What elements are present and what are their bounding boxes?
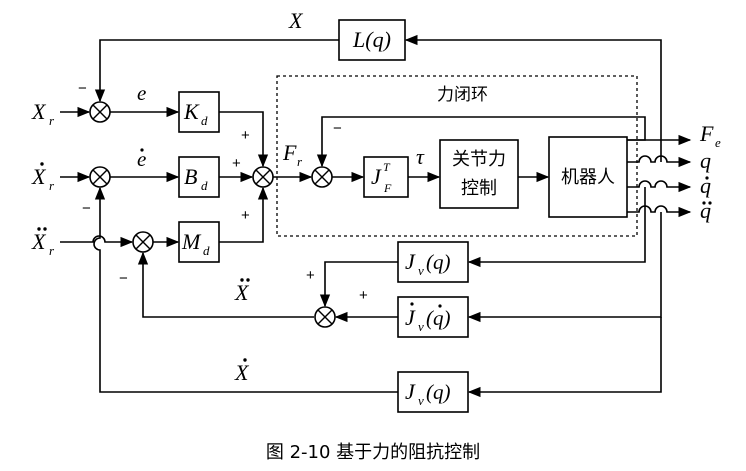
svg-text:q: q (700, 198, 711, 223)
Jv1-to-acc-sum (319, 261, 398, 308)
Md-block: M d (178, 221, 220, 263)
figure-caption: 图 2-10 基于力的阻抗控制 (266, 442, 480, 463)
svg-text:q: q (700, 173, 711, 198)
sign-plus-Kd: + (241, 127, 250, 144)
sign-minus-edot: − (82, 200, 91, 217)
acc-to-eddot-sum (137, 251, 314, 318)
label-Xr-ddot: X r (31, 227, 55, 258)
svg-text:v: v (418, 319, 424, 334)
sign-minus-eddot: − (119, 270, 128, 287)
svg-text:r: r (49, 113, 55, 128)
joint-force-control-block: 关节力 控制 (439, 139, 519, 209)
svg-text:r: r (297, 154, 303, 169)
sign-plus-acc-top: + (306, 267, 315, 284)
force-loop-title: 力闭环 (437, 85, 488, 105)
svg-text:X: X (31, 229, 47, 254)
svg-text:X: X (31, 99, 47, 124)
JF-block: J T F (363, 156, 409, 198)
svg-text:X: X (31, 164, 47, 189)
svg-text:关节力: 关节力 (452, 149, 506, 170)
svg-text:J: J (405, 305, 416, 330)
svg-text:L(q): L(q) (352, 27, 391, 52)
svg-text:机器人: 机器人 (561, 167, 615, 188)
Kd-to-sum (219, 111, 269, 168)
force-loop-region (276, 75, 638, 237)
svg-text:d: d (201, 178, 208, 193)
svg-text:(q): (q) (426, 380, 451, 404)
svg-text:K: K (183, 99, 200, 124)
Jv-block-1: J v (q) (397, 241, 469, 283)
svg-text:e: e (137, 147, 146, 171)
L-to-sum-e (94, 39, 339, 103)
svg-text:r: r (49, 243, 55, 258)
sum-junction-eddot (132, 231, 154, 253)
sum-junction-e (89, 101, 111, 123)
label-tau: τ (416, 144, 425, 169)
svg-text:控制: 控制 (461, 178, 497, 199)
svg-text:M: M (181, 229, 202, 254)
svg-text:(q): (q) (426, 250, 451, 274)
q-feedback-top (404, 34, 662, 162)
sum-junction-acc (314, 306, 336, 328)
svg-text:J: J (371, 164, 382, 189)
robot-block: 机器人 (548, 136, 628, 218)
q-dot-output (627, 180, 692, 193)
label-X-ddot-fb: X (234, 278, 250, 305)
sign-plus-Bd: + (232, 155, 241, 172)
Xr-ddot-arrow (60, 235, 134, 248)
sign-minus-force: − (333, 120, 342, 137)
svg-text:X: X (234, 280, 250, 305)
svg-text:T: T (383, 160, 391, 174)
label-Xr-dot: X r (31, 162, 55, 193)
svg-text:d: d (203, 243, 210, 258)
Bd-block: B d (178, 156, 220, 198)
qdot-to-Jvdot (467, 212, 662, 323)
label-Xr: X r (31, 99, 55, 128)
svg-text:v: v (418, 393, 424, 408)
svg-text:F: F (282, 140, 297, 165)
Kd-block: K d (178, 91, 220, 133)
Jv-block-2: J v (q) (397, 371, 469, 413)
svg-text:e: e (715, 135, 721, 150)
label-e-dot: e (137, 147, 146, 171)
label-q: q (700, 148, 711, 173)
q-to-Jv2 (467, 317, 662, 398)
svg-text:X: X (234, 360, 250, 385)
svg-text:F: F (383, 181, 392, 195)
svg-text:J: J (405, 379, 416, 404)
label-e: e (137, 81, 146, 105)
q-ddot-output (627, 205, 692, 218)
svg-text:r: r (49, 178, 55, 193)
sign-plus-acc-right: + (359, 287, 368, 304)
label-X-top: X (288, 8, 304, 33)
L-block: L(q) (338, 19, 406, 61)
label-X-dot-bottom: X (234, 358, 250, 385)
label-q-dot: q (700, 173, 711, 198)
Jv2-to-edot-sum (93, 186, 398, 393)
svg-text:B: B (184, 164, 197, 189)
svg-text:J: J (405, 249, 416, 274)
label-Fe: F e (699, 121, 721, 150)
q-output (627, 155, 692, 168)
Md-to-sum (219, 186, 269, 243)
q-to-Jv1 (467, 187, 646, 268)
sum-junction-force (311, 166, 333, 188)
sign-minus-e: − (78, 80, 87, 97)
sum-junction-edot (89, 166, 111, 188)
sum-junction-Fr (252, 166, 274, 188)
svg-text:(q): (q) (426, 306, 451, 330)
svg-text:d: d (201, 113, 208, 128)
label-Fr: F r (282, 140, 303, 169)
svg-text:F: F (699, 121, 714, 146)
sign-plus-Md: + (241, 207, 250, 224)
svg-text:v: v (418, 263, 424, 278)
Jv-dot-block: J v (q) (397, 296, 469, 338)
label-q-ddot: q (700, 198, 712, 223)
